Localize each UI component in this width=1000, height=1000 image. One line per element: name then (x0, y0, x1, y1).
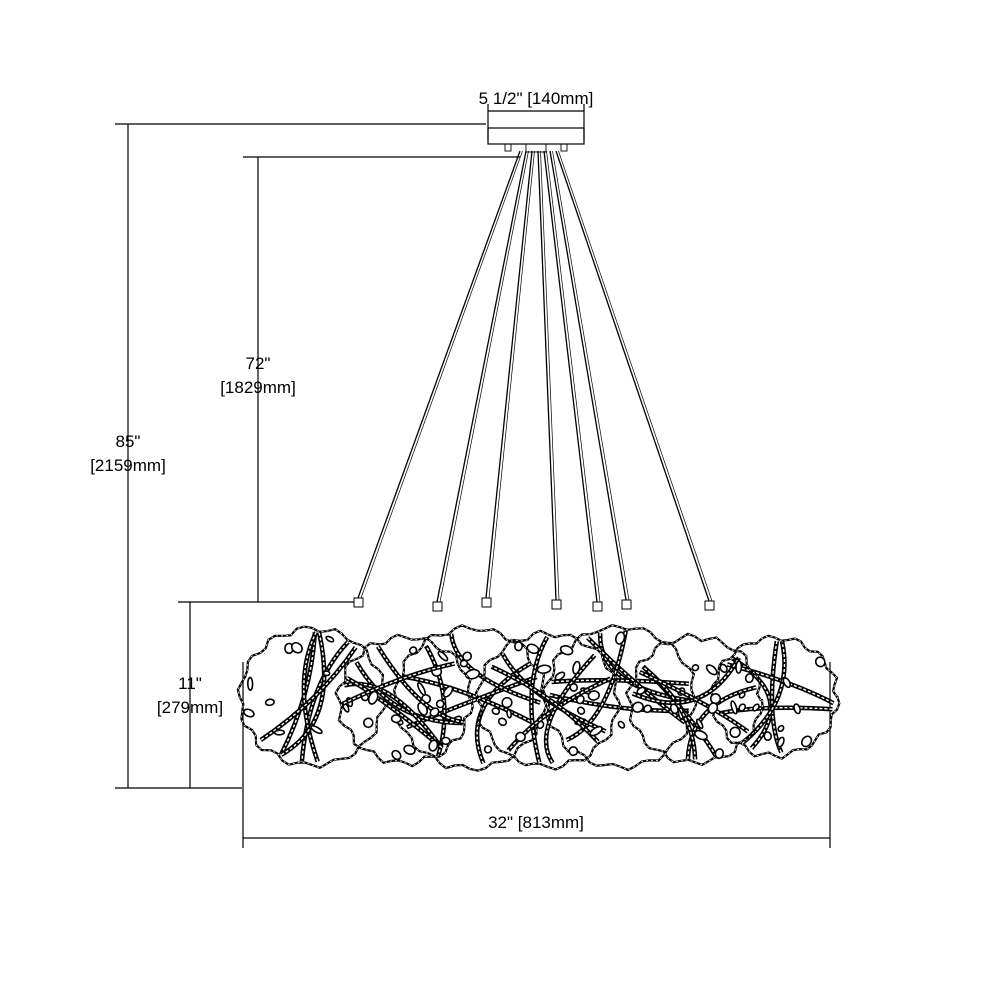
drop-mm-label: [1829mm] (220, 378, 296, 397)
overall-height-in-label: 85" (116, 432, 141, 451)
pendant-cable-outline (558, 150, 713, 602)
overall-height-mm-label: [2159mm] (90, 456, 166, 475)
pendant-cable (357, 150, 521, 599)
canopy (487, 127, 585, 153)
socket-icon (704, 600, 715, 611)
socket-icon (592, 601, 603, 612)
pendant-cable-outline (552, 150, 630, 601)
pendant-cable (555, 150, 710, 602)
pendant-cable (436, 150, 527, 603)
pendant-cable-outline (439, 150, 529, 603)
pendant-cable (549, 150, 627, 601)
globe-icon (236, 625, 388, 770)
pendant-cable-outline (488, 150, 535, 599)
fixture-width-label: 32" [813mm] (488, 813, 584, 832)
fixture-height-mm-label: [279mm] (157, 698, 223, 717)
socket-icon (621, 599, 632, 610)
socket-icon (551, 599, 562, 610)
pendant-globes (236, 624, 841, 772)
canopy-width-label: 5 1/2" [140mm] (479, 89, 594, 108)
drop-dimension: 72" [1829mm] (220, 156, 520, 602)
socket-icon (481, 597, 492, 608)
globe-icon (624, 632, 764, 767)
pendant-cable (543, 150, 598, 603)
drop-in-label: 72" (246, 354, 271, 373)
canopy-width-dimension: 5 1/2" [140mm] (479, 89, 594, 140)
fixture-height-dimension: 11" [279mm] (157, 601, 356, 788)
pendant-cable-outline (540, 150, 560, 601)
fixture-height-in-label: 11" (178, 674, 202, 693)
globe-icon (709, 634, 841, 760)
pendant-cable (485, 150, 533, 599)
overall-height-dimension: 85" [2159mm] (90, 123, 486, 789)
pendant-cable (537, 150, 557, 601)
globe-icon (474, 629, 623, 771)
socket-icon (432, 601, 443, 612)
pendant-cable-outline (360, 150, 523, 599)
globe-icon (334, 633, 474, 768)
pendant-cables (353, 150, 715, 612)
pendant-cable-outline (546, 150, 601, 603)
fixture-width-dimension: 32" [813mm] (242, 662, 831, 848)
socket-icon (353, 597, 364, 608)
